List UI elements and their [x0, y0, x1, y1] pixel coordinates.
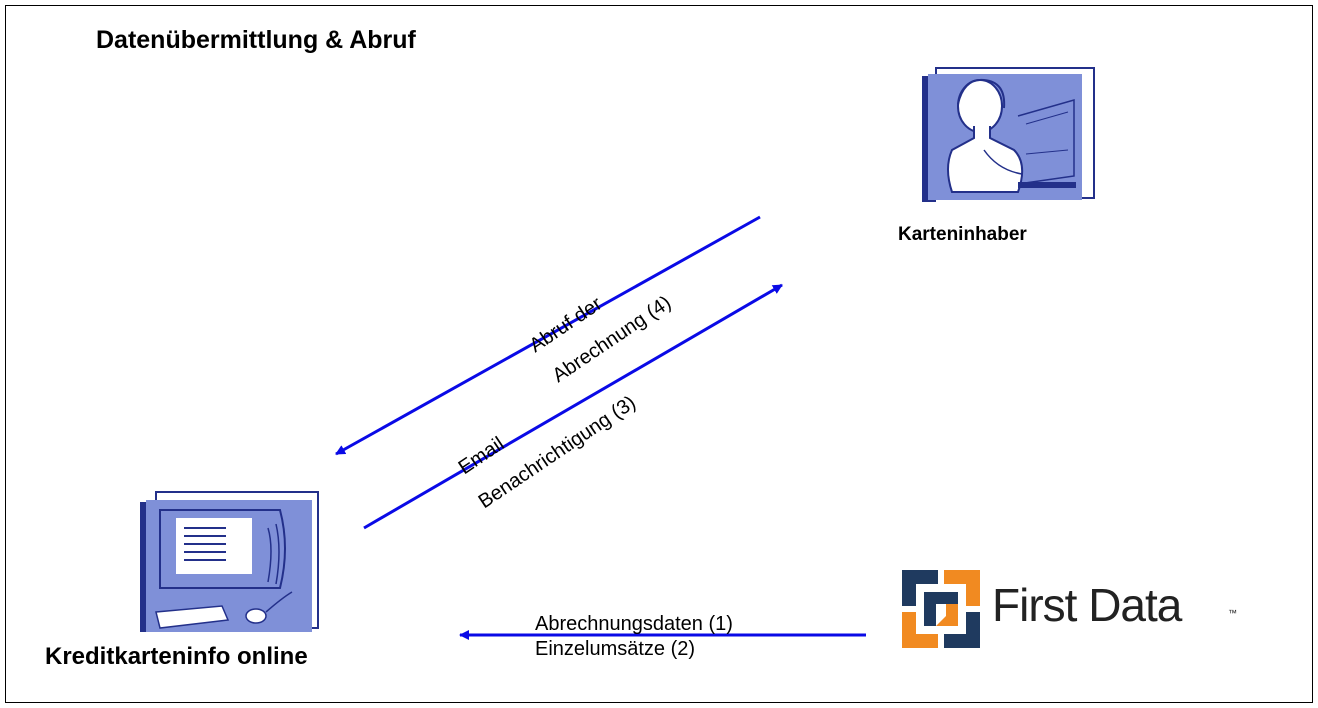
arrow-step3: [363, 283, 783, 530]
first-data-wordmark: First Data: [992, 579, 1182, 631]
first-data-tm: ™: [1228, 608, 1237, 618]
first-data-logo-icon: [902, 570, 980, 648]
cardholder-label: Karteninhaber: [898, 224, 1027, 245]
arrow-step4: [335, 215, 761, 456]
step2-label: Einzelumsätze (2): [535, 638, 696, 660]
portal-label: Kreditkarteninfo online: [45, 643, 308, 670]
computer-icon: [140, 491, 319, 632]
cardholder-icon: [922, 67, 1095, 202]
step1-label: Abrechnungsdaten (1): [535, 613, 733, 635]
page-title: Datenübermittlung & Abruf: [96, 26, 416, 54]
